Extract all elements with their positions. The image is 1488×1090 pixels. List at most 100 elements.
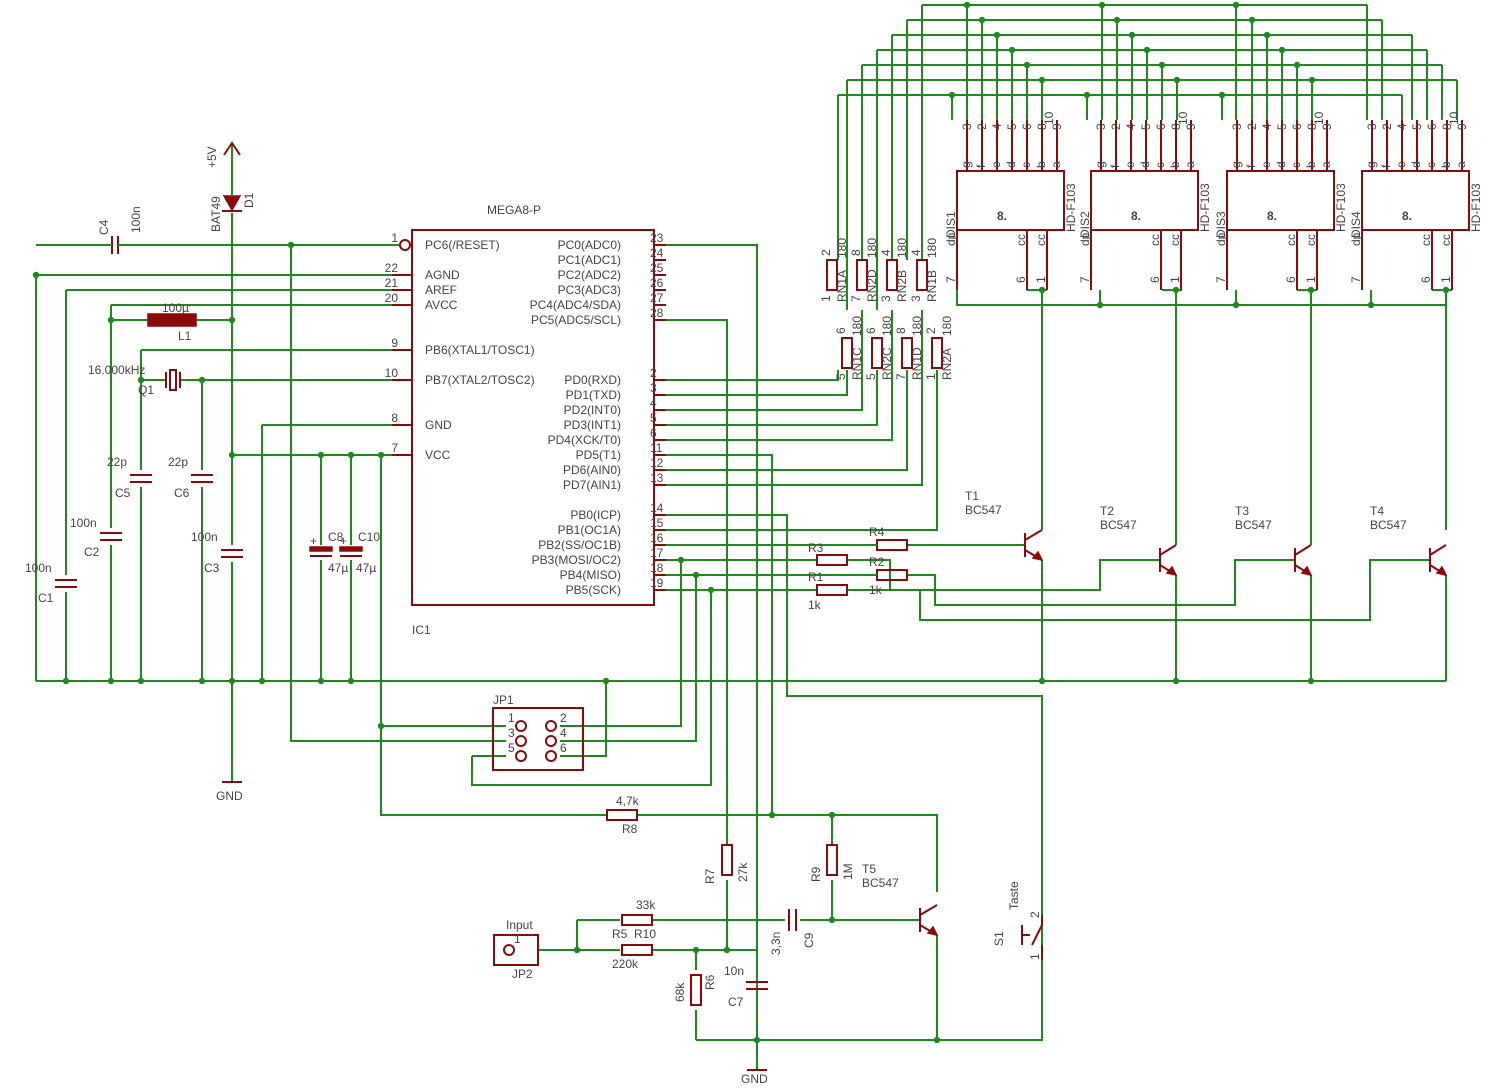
display-pin-number: 3 (1365, 123, 1379, 130)
display-seg-label: d (1004, 161, 1018, 168)
resnet-value: 180 (850, 316, 864, 336)
display-seg-label: b (1439, 161, 1453, 168)
resnet-pin: 2 (819, 249, 833, 256)
display-seg-label: f (1244, 164, 1258, 168)
display-ref: DIS3 (1214, 211, 1228, 238)
ic-pin-number: 22 (385, 261, 399, 275)
ic-pin-number: 26 (650, 276, 664, 290)
diode-ref: D1 (242, 192, 256, 208)
c8-value: 47µ (328, 561, 348, 575)
c7-value: 10n (724, 964, 744, 978)
display-pin-label: cc (1284, 234, 1298, 246)
display-pin-label: dp (1349, 232, 1363, 246)
q1-value: 16.000kHz (88, 363, 145, 377)
resnet-value: 180 (910, 316, 924, 336)
jp1-pin-6: 6 (560, 741, 567, 755)
vcc-label: +5V (205, 146, 219, 168)
ic-pin-label: AVCC (425, 298, 458, 312)
jp1-ref: JP1 (493, 693, 514, 707)
ic-pin-label: PC4(ADC4/SDA) (530, 298, 621, 312)
gnd-label-bottom: GND (741, 1072, 768, 1086)
ic-pin-label: PD4(XCK/T0) (548, 433, 621, 447)
display-ref: DIS4 (1349, 211, 1363, 238)
display-seg-label: g (1229, 161, 1243, 168)
display-seg-label: c (1153, 162, 1167, 168)
resnet-pin: 8 (894, 327, 908, 334)
jp1-pin-2: 2 (560, 711, 567, 725)
resnet-value: 180 (925, 238, 939, 258)
ic-pin-label: PD2(INT0) (564, 403, 621, 417)
display-pin-number: 6 (1020, 123, 1034, 130)
display-pin-number: 3 (960, 123, 974, 130)
ic-pin-number: 24 (650, 246, 664, 260)
resnet-pin: 2 (924, 327, 938, 334)
ic-pin-label: PB7(XTAL2/TOSC2) (425, 373, 535, 387)
display-seg-label: e (1394, 161, 1408, 168)
display-seg-label: a (1183, 161, 1197, 168)
ic-pin-number: 5 (650, 411, 657, 425)
display-pin-number: 8 (1169, 123, 1183, 130)
display-pin-label: dp (1078, 232, 1092, 246)
ic-pin-label: PB2(SS/OC1B) (538, 538, 621, 552)
display-pin-number: 8 (1035, 123, 1049, 130)
ic-pin-number: 3 (650, 381, 657, 395)
ic-pin-label: PD5(T1) (576, 448, 621, 462)
display-type: HD-F103 (1334, 183, 1348, 232)
r10-ref: R10 (634, 927, 656, 941)
ic-pin-number: 28 (650, 306, 664, 320)
r1-value: 1k (808, 598, 822, 612)
switch-ref: S1 (992, 931, 1006, 946)
ic-pin-number: 19 (650, 576, 664, 590)
c10-value: 47µ (356, 561, 376, 575)
display-pin-label: cc (1148, 234, 1162, 246)
display-pin-number: 1 (1034, 276, 1048, 283)
display-pin-number: 9 (1184, 123, 1198, 130)
jp2-ref: JP2 (512, 967, 533, 981)
analog-resistors: 4,7k R8 R7 27k R9 1M 33k R10 R5 220k 68k… (606, 794, 855, 1006)
display-pin-number: 5 (1275, 123, 1289, 130)
resnet-value: 180 (835, 238, 849, 258)
ic-pin-number: 15 (650, 516, 664, 530)
display-pin-number: 8 (1305, 123, 1319, 130)
ic-pin-number: 21 (385, 276, 399, 290)
r7-ref: R7 (703, 868, 717, 884)
transistor-ref: T4 (1370, 504, 1384, 518)
display-pin-number: 5 (1005, 123, 1019, 130)
ic-pin-number: 2 (650, 366, 657, 380)
ic-pin-number: 6 (650, 426, 657, 440)
ic-pin-label: PB6(XTAL1/TOSC1) (425, 343, 535, 357)
resnet-pin: 3 (879, 295, 893, 302)
ic-pin-label: PC0(ADC0) (558, 238, 621, 252)
display-pin-number: 1 (1439, 276, 1453, 283)
r7-value: 27k (736, 862, 750, 882)
crystal-q1: 16.000kHz Q1 (88, 363, 181, 397)
junctions (32, 1, 1450, 1044)
ic-pin-label: PB1(OC1A) (558, 523, 621, 537)
display-pin-number: 4 (990, 123, 1004, 130)
display-pin-number: 8 (1440, 123, 1454, 130)
display-pin-number: 10 (1447, 111, 1461, 125)
display-glyph: 8. (1131, 209, 1141, 223)
jp2-label: Input (506, 918, 533, 932)
resnet-pin: 4 (879, 249, 893, 256)
r6-ref: R6 (703, 974, 717, 990)
display-ref: DIS1 (944, 211, 958, 238)
resnet-ref: RN1A (835, 270, 849, 302)
r5-ref: R5 (612, 927, 628, 941)
resnet-resistor (841, 337, 853, 369)
r8-value: 4,7k (616, 794, 640, 808)
resnet-resistor (886, 259, 898, 291)
r2-ref: R2 (869, 555, 885, 569)
resnet-pin: 6 (834, 327, 848, 334)
c7-ref: C7 (728, 995, 744, 1009)
ic-pin-label: PD6(AIN0) (563, 463, 621, 477)
transistor-type: BC547 (1235, 518, 1272, 532)
switch-label: Taste (1007, 881, 1021, 910)
transistor-type: BC547 (1370, 518, 1407, 532)
transistor-type: BC547 (965, 503, 1002, 517)
display-seg-label: g (1364, 161, 1378, 168)
display-pin-number: 10 (1176, 111, 1190, 125)
